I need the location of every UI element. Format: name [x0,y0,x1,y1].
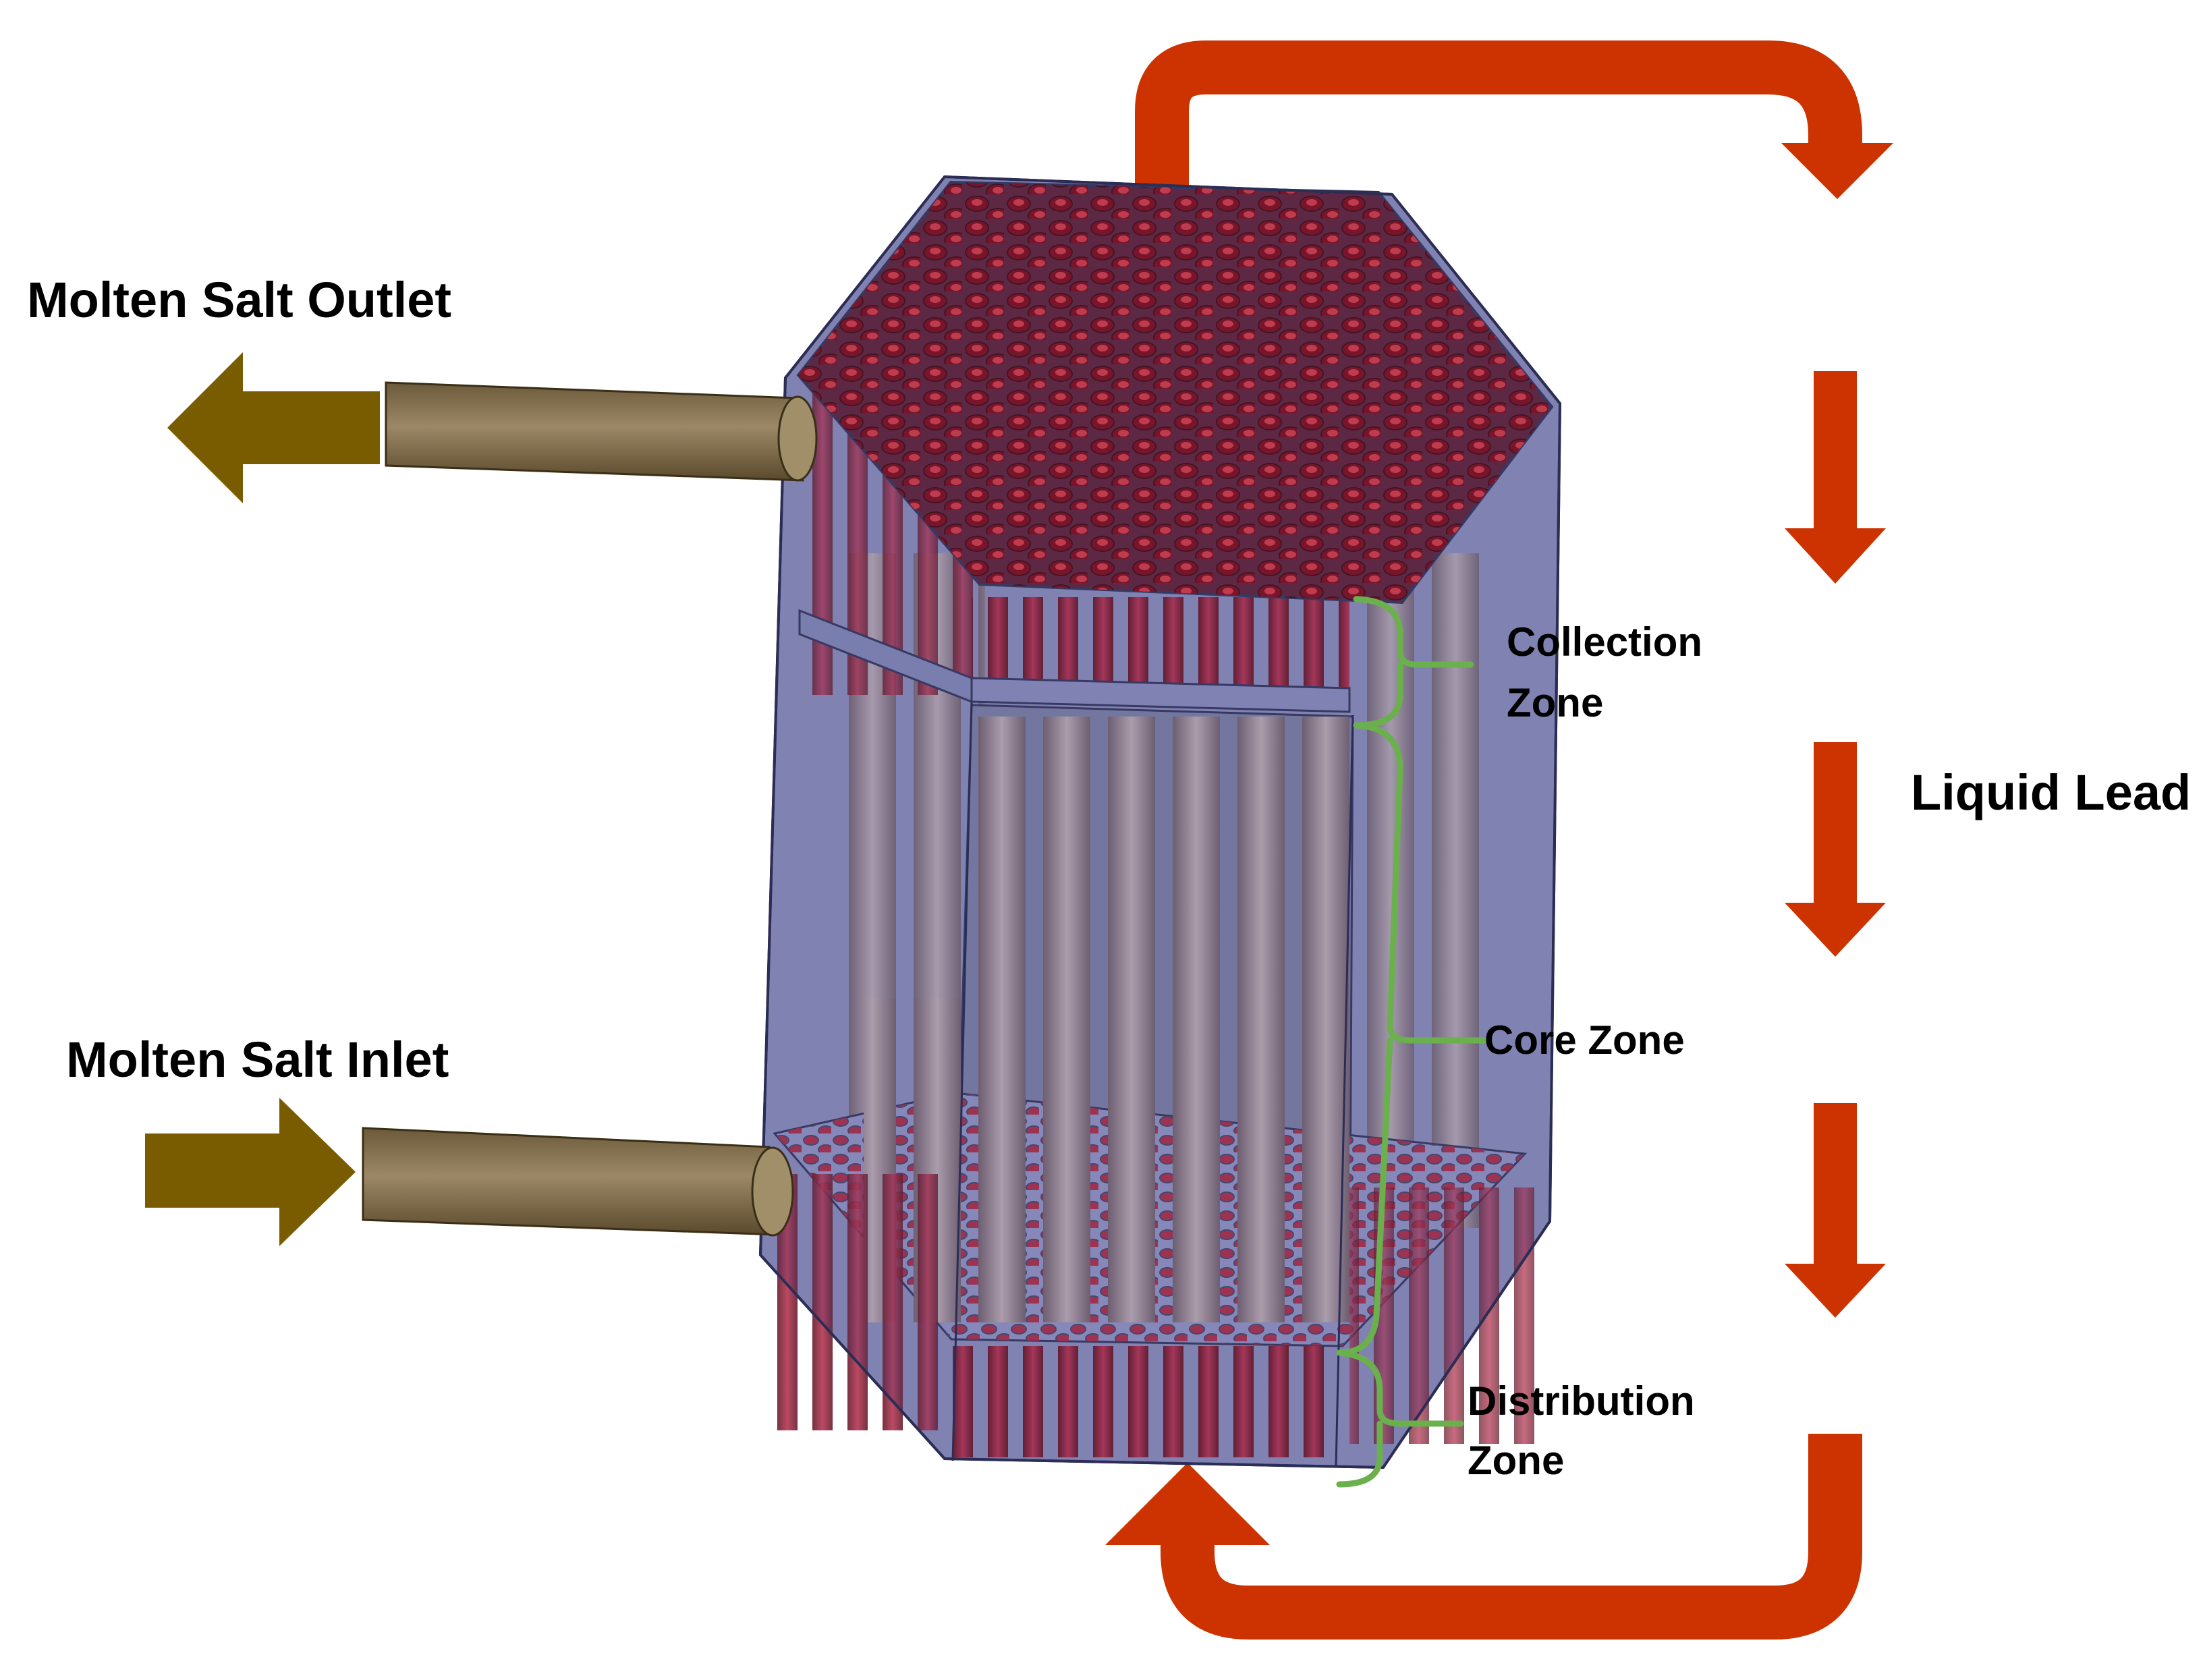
flow-arrow-icon [1785,1103,1886,1318]
flow-arrow-icon [1785,371,1886,584]
flow-arrow-icon [167,352,380,503]
distribution-zone-bracket [1336,1349,1464,1488]
heat-exchanger-vessel [758,175,1562,1469]
collection-zone-label-line1: Collection [1507,619,1702,665]
salt-outlet-pipe [385,381,818,482]
flow-arrow-icon [145,1098,356,1246]
core-zone-label: Core Zone [1484,1017,1685,1063]
lead-return-arrow-top [1135,40,1893,251]
lead-return-arrow-bottom [1105,1434,1862,1640]
liquid-lead-label: Liquid Lead [1911,764,2191,820]
flow-arrow-icon [1785,742,1886,957]
molten-salt-outlet-label: Molten Salt Outlet [27,272,451,328]
salt-inlet-pipe [362,1127,794,1237]
distribution-zone-label-line1: Distribution [1468,1378,1695,1424]
molten-salt-inlet-label: Molten Salt Inlet [66,1032,449,1088]
collection-zone-label-line2: Zone [1507,680,1603,725]
distribution-zone-label-line2: Zone [1468,1438,1564,1483]
